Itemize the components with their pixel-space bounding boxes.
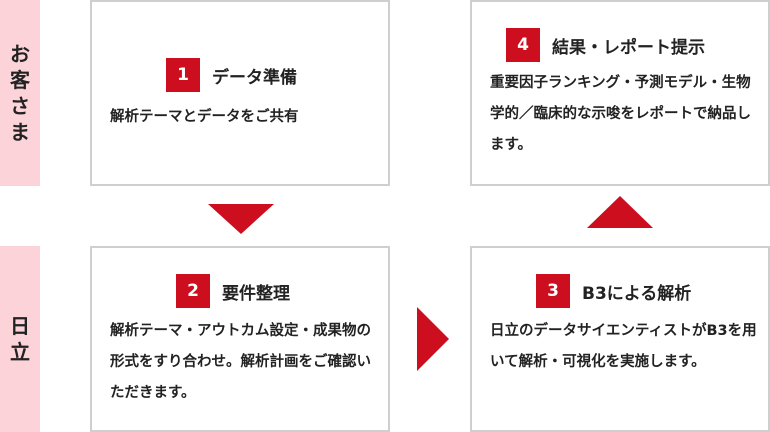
step-1-title: データ準備: [212, 67, 297, 88]
step-1-box: 1 データ準備 解析テーマとデータをご共有: [90, 0, 390, 186]
step-2-title: 要件整理: [222, 283, 290, 304]
arrow-right-icon: [417, 307, 449, 371]
step-3-description: 日立のデータサイエンティストがB3を用いて解析・可視化を実施します。: [490, 323, 757, 370]
step-1-number: 1: [166, 58, 200, 92]
lane-customer-char: さ: [10, 94, 30, 118]
step-3-number: 3: [536, 274, 570, 308]
step-2-box: 2 要件整理 解析テーマ・アウトカム設定・成果物の形式をすり合わせ。解析計画をご…: [90, 246, 390, 432]
step-3-title: B3による解析: [582, 283, 692, 304]
step-2-header: 2 要件整理: [176, 274, 290, 308]
step-1-description: 解析テーマとデータをご共有: [110, 109, 299, 125]
step-4-title: 結果・レポート提示: [552, 37, 705, 58]
step-4-description: 重要因子ランキング・予測モデル・生物学的／臨床的な示唆をレポートで納品します。: [490, 75, 751, 153]
lane-hitachi-char: 立: [10, 340, 30, 364]
lane-customer: お 客 さ ま: [0, 0, 40, 186]
step-3-header: 3 B3による解析: [536, 274, 691, 308]
step-3-box: 3 B3による解析 日立のデータサイエンティストがB3を用いて解析・可視化を実施…: [470, 246, 770, 432]
step-4-number: 4: [506, 28, 540, 62]
lane-customer-char: 客: [10, 68, 30, 92]
step-1-header: 1 データ準備: [166, 58, 297, 92]
arrow-up-icon: [587, 196, 653, 228]
lane-hitachi: 日 立: [0, 246, 40, 432]
step-4-header: 4 結果・レポート提示: [506, 28, 705, 62]
step-2-description: 解析テーマ・アウトカム設定・成果物の形式をすり合わせ。解析計画をご確認いただきま…: [110, 323, 371, 401]
step-4-box: 4 結果・レポート提示 重要因子ランキング・予測モデル・生物学的／臨床的な示唆を…: [470, 0, 770, 186]
lane-customer-char: お: [10, 42, 30, 66]
lane-hitachi-char: 日: [10, 314, 30, 338]
lane-customer-char: ま: [10, 120, 30, 144]
step-2-number: 2: [176, 274, 210, 308]
arrow-down-icon: [208, 204, 274, 234]
